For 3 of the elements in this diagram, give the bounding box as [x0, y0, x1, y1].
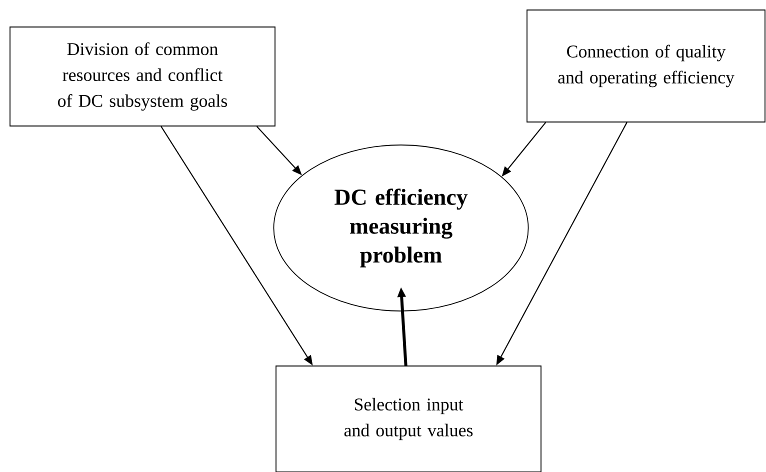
text-box: Division of common resources and conflict of DC subsystem goals [10, 26, 276, 126]
text-box: Connection of quality and operating efficiency [526, 10, 766, 122]
text-box: Selection input and output values [276, 366, 542, 472]
